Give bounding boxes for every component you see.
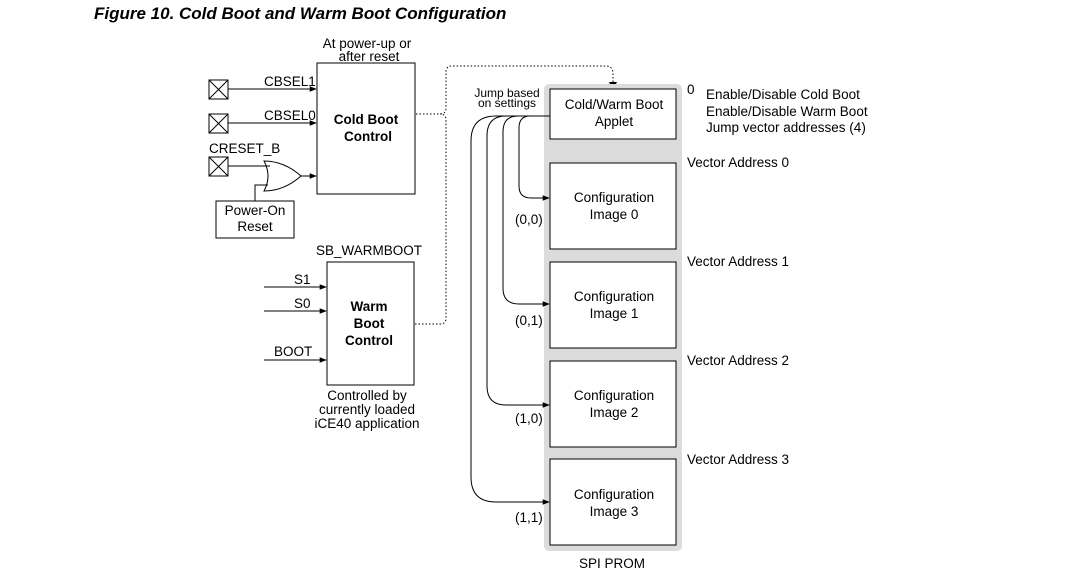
jump-arrow-1 <box>502 115 550 307</box>
boot-label: BOOT <box>274 344 312 359</box>
or-gate-icon <box>263 160 302 192</box>
por-label-line2: Reset <box>237 219 273 234</box>
warm-boot-control-box <box>326 261 415 386</box>
selector-0-0: (0,0) <box>515 212 543 227</box>
cbsel0-pin-icon <box>208 113 229 134</box>
cold-boot-label-line2: Control <box>344 129 392 144</box>
creset-b-label: CRESET_B <box>209 141 280 156</box>
sb-warmboot-label: SB_WARMBOOT <box>316 243 422 258</box>
applet-label-line2: Applet <box>595 114 634 129</box>
cbsel1-pin-icon <box>208 79 229 100</box>
config-image-3-line2: Image 3 <box>590 504 639 519</box>
creset-b-pin-icon <box>208 156 229 177</box>
config-image-0-line2: Image 0 <box>590 207 639 222</box>
cold-boot-control-box <box>316 62 416 195</box>
cold-boot-label-line1: Cold Boot <box>334 112 399 127</box>
warm-boot-label-line2: Boot <box>354 316 385 331</box>
selector-0-1: (0,1) <box>515 313 543 328</box>
config-image-3-line1: Configuration <box>574 487 654 502</box>
warm-boot-note-line3: iCE40 application <box>314 416 419 431</box>
por-label-line1: Power-On <box>225 203 286 218</box>
applet-note-cold: Enable/Disable Cold Boot <box>706 87 860 102</box>
boot-applet-box <box>549 88 677 140</box>
config-image-0-line1: Configuration <box>574 190 654 205</box>
cold-boot-note-line2: after reset <box>339 49 400 64</box>
selector-1-0: (1,0) <box>515 411 543 426</box>
cold-boot-dotted-link <box>416 65 614 115</box>
warm-boot-label-line1: Warm <box>350 299 387 314</box>
applet-note-warm: Enable/Disable Warm Boot <box>706 104 868 119</box>
s1-label: S1 <box>294 272 311 287</box>
config-image-2-line2: Image 2 <box>590 405 639 420</box>
warm-boot-note-line2: currently loaded <box>319 402 415 417</box>
config-image-1: Configuration Image 1 <box>549 261 677 349</box>
warm-boot-label-line3: Control <box>345 333 393 348</box>
cbsel1-label: CBSEL1 <box>264 74 316 89</box>
jump-arrow-3 <box>470 115 550 505</box>
por-to-gate-line <box>254 184 268 201</box>
config-image-1-line1: Configuration <box>574 289 654 304</box>
config-image-2: Configuration Image 2 <box>549 360 677 448</box>
jump-note-line1: Jump based <box>474 86 539 100</box>
cold-boot-note-line1: At power-up or <box>323 36 412 51</box>
applet-address: 0 <box>687 82 695 97</box>
config-image-3: Configuration Image 3 <box>549 458 677 546</box>
s0-label: S0 <box>294 296 311 311</box>
vector-address-2: Vector Address 2 <box>687 353 789 368</box>
figure-title: Figure 10. Cold Boot and Warm Boot Confi… <box>94 4 506 23</box>
cbsel0-label: CBSEL0 <box>264 108 316 123</box>
config-image-0: Configuration Image 0 <box>549 162 677 250</box>
power-on-reset-box <box>215 200 295 239</box>
applet-note-vectors: Jump vector addresses (4) <box>706 120 866 135</box>
vector-address-3: Vector Address 3 <box>687 452 789 467</box>
jump-arrow-2 <box>486 115 550 408</box>
vector-address-1: Vector Address 1 <box>687 254 789 269</box>
jump-arrow-0 <box>518 115 550 201</box>
jump-note-line2: on settings <box>478 96 536 110</box>
selector-1-1: (1,1) <box>515 510 543 525</box>
config-image-2-line1: Configuration <box>574 388 654 403</box>
config-image-1-line2: Image 1 <box>590 306 639 321</box>
vector-address-0: Vector Address 0 <box>687 155 789 170</box>
spi-prom-label: SPI PROM <box>579 556 645 571</box>
applet-label-line1: Cold/Warm Boot <box>565 97 664 112</box>
warm-boot-note-line1: Controlled by <box>327 388 407 403</box>
warm-boot-dotted-link <box>415 113 447 325</box>
